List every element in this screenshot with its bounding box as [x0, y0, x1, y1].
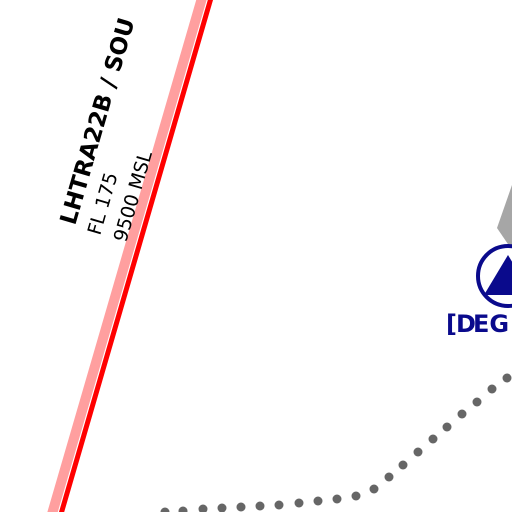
navaid-label: [ D EG [446, 310, 509, 338]
airspace-boundary-band [47, 0, 207, 512]
navaid-label-d: D [456, 310, 476, 338]
approach-sector [497, 185, 512, 250]
navaid-label-bracket: [ [446, 310, 457, 338]
airspace-upper-limit-label: 9500 MSL [110, 148, 157, 244]
route-dotted-line [160, 373, 512, 512]
airspace-boundary-line [58, 0, 214, 512]
navaid-label-rest: EG [473, 310, 509, 338]
vor-dme-triangle-icon[interactable] [476, 244, 512, 308]
